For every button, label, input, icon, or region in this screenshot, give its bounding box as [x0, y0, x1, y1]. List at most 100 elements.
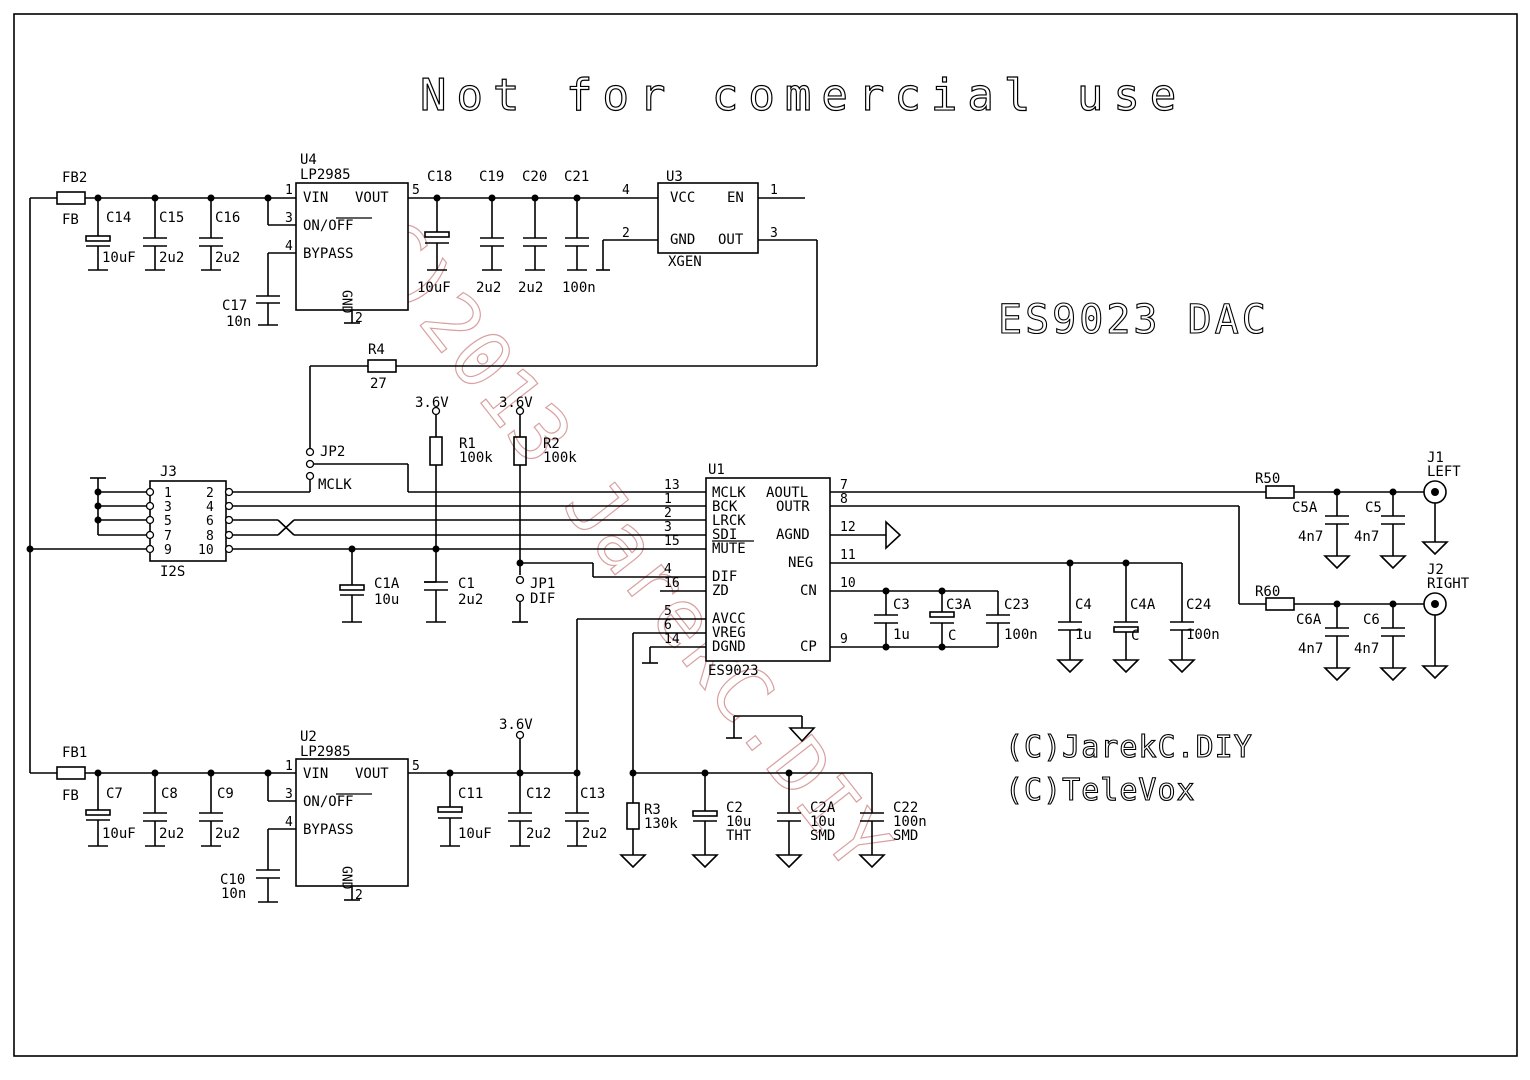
r2-ref: R2: [543, 436, 560, 452]
u1-num-2: 2: [664, 506, 672, 521]
u2-ref: U2: [300, 729, 317, 745]
u2-pin-onoff: ON/OFF: [303, 794, 354, 810]
sheet-border: [13, 13, 1518, 1057]
c5a-value: 4n7: [1298, 529, 1323, 545]
copyright-line-2: (C)TeleVox: [1005, 773, 1196, 808]
c4-value: 1u: [1075, 627, 1092, 643]
c16-ref: C16: [215, 210, 240, 226]
fb1-ref: FB1: [62, 745, 87, 761]
u1-pin-aoutl: AOUTL: [766, 485, 808, 501]
c13-value: 2u2: [582, 826, 607, 842]
c11-value: 10uF: [458, 826, 492, 842]
c19-ref: C19: [479, 169, 504, 185]
c3-ref: C3: [893, 597, 910, 613]
c12-ref: C12: [526, 786, 551, 802]
u3-pin-gnd: GND: [670, 232, 695, 248]
c2-value: 10u: [726, 814, 751, 830]
u4-pin-bypass: BYPASS: [303, 246, 354, 262]
c6a-value: 4n7: [1298, 641, 1323, 657]
top-supply: [29, 182, 818, 773]
j1-ref: J1: [1427, 450, 1444, 466]
c2a-type: SMD: [810, 828, 835, 844]
j3-part: I2S: [160, 564, 185, 580]
u2-part: LP2985: [300, 744, 351, 760]
u3-pin-en: EN: [727, 190, 744, 206]
c20-ref: C20: [522, 169, 547, 185]
r2-value: 100k: [543, 450, 577, 466]
c5-value: 4n7: [1354, 529, 1379, 545]
j2-ref: J2: [1427, 562, 1444, 578]
c15-ref: C15: [159, 210, 184, 226]
c3a-ref: C3A: [946, 597, 972, 613]
c17-ref: C17: [222, 298, 247, 314]
u1-pin-bck: BCK: [712, 499, 738, 515]
c2a-value: 10u: [810, 814, 835, 830]
u1-num-14: 14: [664, 632, 680, 647]
c24-value: 100n: [1186, 627, 1220, 643]
u2-pin-bypass: BYPASS: [303, 822, 354, 838]
u1-pin-cp: CP: [800, 639, 817, 655]
u1-num-11: 11: [840, 548, 856, 563]
j3-ref: J3: [160, 464, 177, 480]
u4-pin3-num: 3: [285, 211, 293, 226]
fb2-value: FB: [62, 212, 79, 228]
c7-ref: C7: [106, 786, 123, 802]
c6a-ref: C6A: [1296, 612, 1322, 628]
c14-ref: C14: [106, 210, 131, 226]
j1-label: LEFT: [1427, 464, 1461, 480]
c8-value: 2u2: [159, 826, 184, 842]
u1-ref: U1: [708, 462, 725, 478]
r5-ref: R50: [1255, 471, 1280, 487]
u1-pin-neg: NEG: [788, 555, 813, 571]
j3-pin-4: 4: [206, 500, 214, 515]
u1-num-7: 7: [840, 478, 848, 493]
j3-pin-10: 10: [198, 543, 214, 558]
u2-pin4-num: 4: [285, 815, 293, 830]
u1-pin-vreg: VREG: [712, 625, 746, 641]
c7-value: 10uF: [102, 826, 136, 842]
c3-value: 1u: [893, 627, 910, 643]
c6-ref: C6: [1363, 612, 1380, 628]
u4-pin1-num: 1: [285, 183, 293, 198]
u1-pin-mclk: MCLK: [712, 485, 746, 501]
u1-pin-agnd: AGND: [776, 527, 810, 543]
u2-pin-vout: VOUT: [355, 766, 389, 782]
c2-type: THT: [726, 828, 752, 844]
u3-pin4-num: 4: [622, 183, 630, 198]
bottom-supply: [30, 730, 885, 903]
c18-ref: C18: [427, 169, 452, 185]
c14-value: 10uF: [102, 250, 136, 266]
u1-num-3: 3: [664, 520, 672, 535]
c1-value: 2u2: [458, 592, 483, 608]
c4-ref: C4: [1075, 597, 1092, 613]
c21-value: 100n: [562, 280, 596, 296]
u3-pin2-num: 2: [622, 226, 630, 241]
u1-pin-zd: ZD: [712, 583, 729, 599]
c6-value: 4n7: [1354, 641, 1379, 657]
u2-pin1-num: 1: [285, 759, 293, 774]
c10-ref: C10: [220, 872, 245, 888]
c20-value: 2u2: [518, 280, 543, 296]
u2-pin-vin: VIN: [303, 766, 328, 782]
c9-ref: C9: [217, 786, 234, 802]
u2-pin-gnd: GND: [339, 866, 354, 890]
u1-num-9: 9: [840, 632, 848, 647]
jp1-label: DIF: [530, 591, 555, 607]
j2-label: RIGHT: [1427, 576, 1470, 592]
u1-num-12: 12: [840, 520, 856, 535]
j3-pin-8: 8: [206, 529, 214, 544]
c18-value: 10uF: [417, 280, 451, 296]
board-title: ES9023 DAC: [998, 297, 1269, 343]
u4-pin2-num: 2: [355, 311, 363, 326]
page-title: Not for comercial use: [420, 70, 1186, 121]
u4-pin5-num: 5: [412, 183, 420, 198]
c10-value: 10n: [221, 886, 246, 902]
c5a-ref: C5A: [1292, 500, 1318, 516]
c1a-ref: C1A: [374, 576, 400, 592]
c9-value: 2u2: [215, 826, 240, 842]
u2-pin2-num: 2: [355, 888, 363, 903]
c3a-value: C: [948, 628, 956, 644]
u1-num-8: 8: [840, 492, 848, 507]
c22-ref: C22: [893, 800, 918, 816]
u2-pin5-num: 5: [412, 759, 420, 774]
